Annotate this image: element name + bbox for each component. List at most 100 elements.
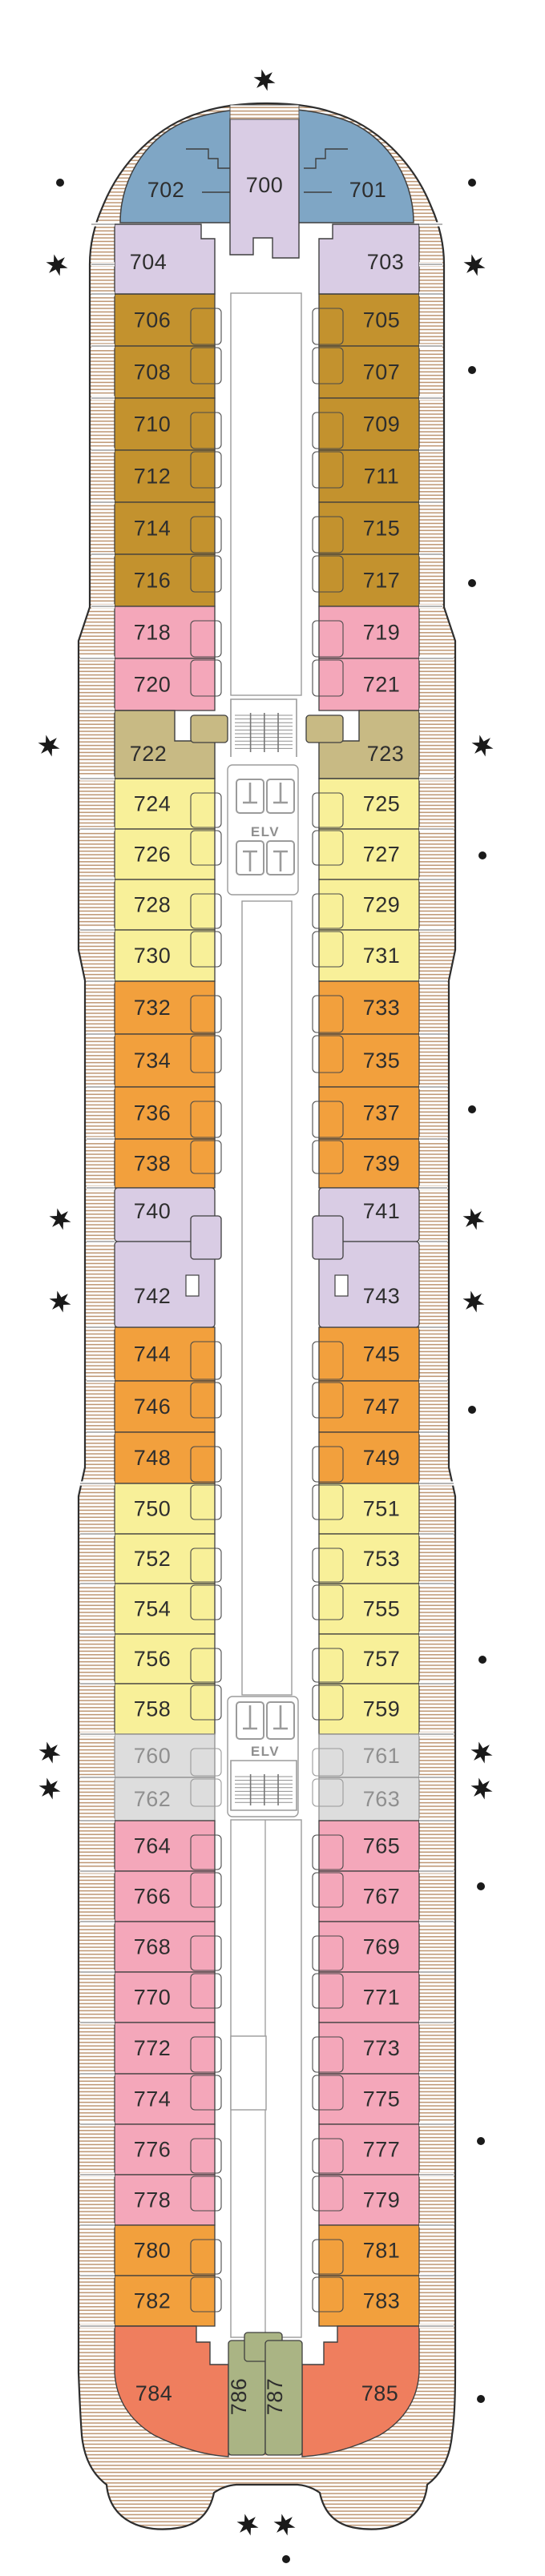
cabin-706[interactable]: 706 [114,293,222,347]
cabin-780[interactable]: 780 [114,2224,222,2276]
cabin-784[interactable]: 784 [114,2325,229,2457]
cabin-740[interactable]: 740 [114,1187,216,1242]
cabin-748[interactable]: 748 [114,1431,222,1484]
cabin-771[interactable]: 771 [312,1971,420,2023]
cabin-724[interactable]: 724 [114,778,222,830]
cabin-714[interactable]: 714 [114,501,222,555]
cabin-708[interactable]: 708 [114,345,222,399]
cabin-vestibule [190,659,222,697]
cabin-731[interactable]: 731 [312,929,420,982]
cabin-763[interactable]: 763 [312,1777,420,1821]
cabin-738[interactable]: 738 [114,1138,222,1189]
elevator-lobby-label: ELV [251,1744,280,1759]
cabin-765[interactable]: 765 [312,1820,420,1872]
cabin-737[interactable]: 737 [312,1086,420,1140]
cabin-722[interactable]: 722 [114,710,228,779]
cabin-749[interactable]: 749 [312,1431,420,1484]
cabin-743[interactable]: 743 [312,1215,420,1328]
cabin-778[interactable]: 778 [114,2174,222,2226]
cabin-730[interactable]: 730 [114,929,222,982]
cabin-769[interactable]: 769 [312,1921,420,1973]
cabin-709[interactable]: 709 [312,397,420,451]
cabin-715[interactable]: 715 [312,501,420,555]
cabin-772[interactable]: 772 [114,2022,222,2075]
cabin-704[interactable]: 704 [114,223,216,295]
cabin-717[interactable]: 717 [312,553,420,607]
dot-marker [468,579,476,587]
cabin-712[interactable]: 712 [114,449,222,503]
cabin-761[interactable]: 761 [312,1733,420,1778]
cabin-751[interactable]: 751 [312,1483,420,1535]
cabin-779[interactable]: 779 [312,2174,420,2226]
cabin-755[interactable]: 755 [312,1583,420,1635]
cabin-vestibule [312,830,344,866]
cabin-787[interactable]: 787 [263,2340,303,2456]
cabin-768[interactable]: 768 [114,1921,222,1973]
cabin-number-label: 751 [363,1497,401,1521]
cabin-702[interactable]: 702 [147,178,185,202]
cabin-vestibule [312,308,344,345]
cabin-726[interactable]: 726 [114,828,222,880]
cabin-vestibule [312,1834,344,1870]
cabin-719[interactable]: 719 [312,606,420,659]
cabin-767[interactable]: 767 [312,1870,420,1922]
cabin-vestibule [312,555,344,593]
cabin-725[interactable]: 725 [312,778,420,830]
cabin-727[interactable]: 727 [312,828,420,880]
cabin-728[interactable]: 728 [114,879,222,931]
cabin-729[interactable]: 729 [312,879,420,931]
cabin-774[interactable]: 774 [114,2073,222,2125]
cabin-733[interactable]: 733 [312,980,420,1035]
cabin-745[interactable]: 745 [312,1326,420,1382]
cabin-742[interactable]: 742 [114,1215,222,1328]
cabin-vestibule [312,2176,344,2212]
cabin-734[interactable]: 734 [114,1033,222,1088]
cabin-766[interactable]: 766 [114,1870,222,1922]
cabin-710[interactable]: 710 [114,397,222,451]
cabin-770[interactable]: 770 [114,1971,222,2023]
cabin-711[interactable]: 711 [312,449,420,503]
cabin-number-label: 744 [134,1342,172,1366]
cabin-747[interactable]: 747 [312,1380,420,1433]
cabin-741[interactable]: 741 [318,1187,420,1242]
cabin-782[interactable]: 782 [114,2275,222,2327]
cabin-700[interactable]: 700 [229,118,300,259]
cabin-739[interactable]: 739 [312,1138,420,1189]
cabin-720[interactable]: 720 [114,658,222,711]
cabin-775[interactable]: 775 [312,2073,420,2125]
cabin-753[interactable]: 753 [312,1533,420,1584]
cabin-701[interactable]: 701 [349,178,387,202]
cabin-773[interactable]: 773 [312,2022,420,2075]
cabin-764[interactable]: 764 [114,1820,222,1872]
dot-marker [477,2395,485,2403]
cabin-783[interactable]: 783 [312,2275,420,2327]
cabin-732[interactable]: 732 [114,980,222,1035]
cabin-735[interactable]: 735 [312,1033,420,1088]
cabin-718[interactable]: 718 [114,606,222,659]
cabin-number-label: 739 [363,1152,401,1176]
cabin-746[interactable]: 746 [114,1380,222,1433]
cabin-759[interactable]: 759 [312,1683,420,1735]
cabin-744[interactable]: 744 [114,1326,222,1382]
cabin-721[interactable]: 721 [312,658,420,711]
cabin-703[interactable]: 703 [318,223,420,295]
cabin-760[interactable]: 760 [114,1733,222,1778]
cabin-776[interactable]: 776 [114,2123,222,2176]
cabin-762[interactable]: 762 [114,1777,222,1821]
cabin-756[interactable]: 756 [114,1633,222,1684]
star-marker [46,254,68,276]
cabin-750[interactable]: 750 [114,1483,222,1535]
cabin-757[interactable]: 757 [312,1633,420,1684]
cabin-736[interactable]: 736 [114,1086,222,1140]
cabin-723[interactable]: 723 [305,710,420,779]
cabin-777[interactable]: 777 [312,2123,420,2176]
cabin-752[interactable]: 752 [114,1533,222,1584]
cabin-716[interactable]: 716 [114,553,222,607]
cabin-754[interactable]: 754 [114,1583,222,1635]
cabin-number-label: 779 [363,2188,401,2212]
cabin-707[interactable]: 707 [312,345,420,399]
cabin-758[interactable]: 758 [114,1683,222,1735]
cabin-705[interactable]: 705 [312,293,420,347]
cabin-781[interactable]: 781 [312,2224,420,2276]
